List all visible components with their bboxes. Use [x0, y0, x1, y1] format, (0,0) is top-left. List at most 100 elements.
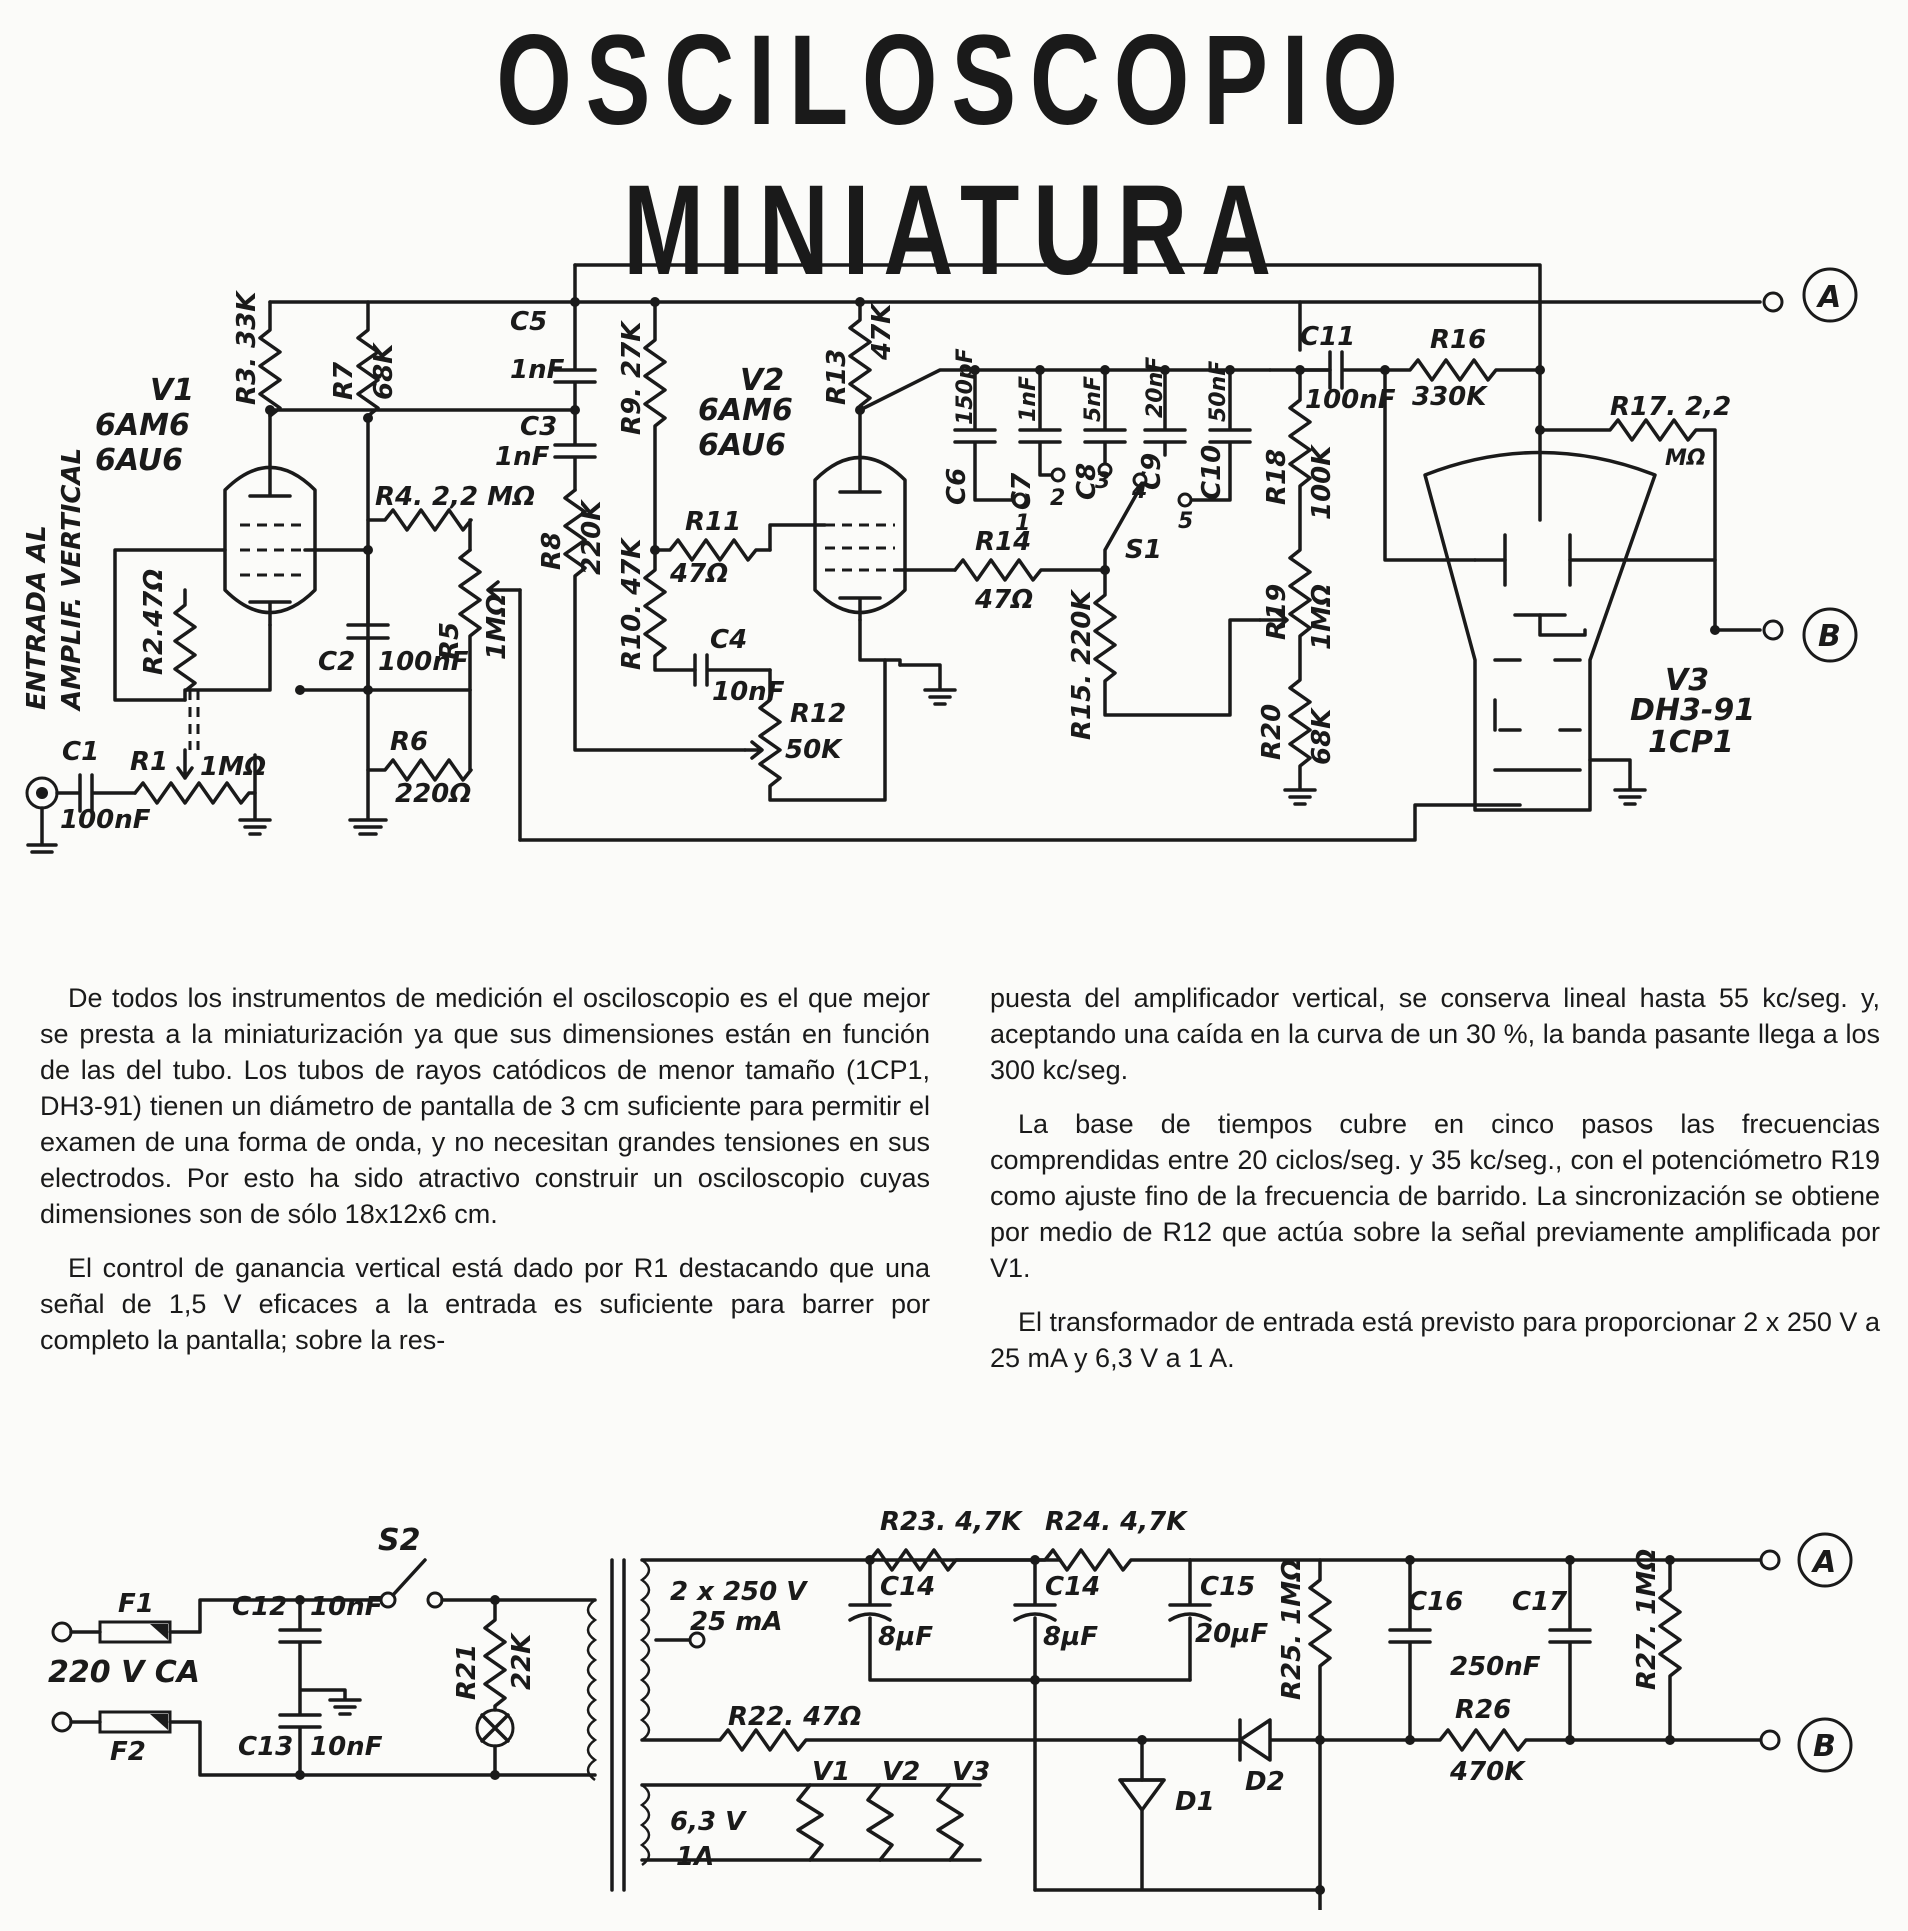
c16-label: C16	[1408, 1587, 1463, 1617]
s1-contact-4[interactable]	[1132, 472, 1148, 488]
s2-contact-1[interactable]	[379, 1591, 397, 1609]
s1-wiper[interactable]	[1103, 486, 1142, 572]
c6-label: C6	[942, 468, 972, 505]
c5-value: 1nF	[510, 355, 565, 385]
heater-v2-label: V2	[882, 1757, 920, 1787]
r24-label: R24. 4,7K	[1045, 1507, 1188, 1537]
r27-label: R27. 1MΩ	[1632, 1549, 1662, 1690]
sec1-label-2: 25 mA	[690, 1607, 782, 1637]
r7-value: 68K	[369, 342, 399, 400]
s1-contact-3[interactable]	[1097, 462, 1113, 478]
mains-label: 220 V CA	[48, 1655, 200, 1690]
r14-label: R14	[975, 527, 1031, 557]
r11-label: R11	[685, 507, 741, 537]
r22-label: R22. 47Ω	[728, 1702, 861, 1732]
r11-value: 47Ω	[669, 559, 728, 589]
transformer-center-tap[interactable]	[688, 1631, 706, 1649]
c11-label: C11	[1300, 322, 1355, 352]
r15-label: R15. 220K	[1067, 589, 1097, 740]
v1-name: V1	[150, 373, 194, 408]
s1-pos-3: 3	[1095, 469, 1110, 494]
r19-label: R19	[1262, 584, 1292, 640]
r12-label: R12	[790, 699, 846, 729]
oscilloscope-schematic: A R3. 33K R7 68K V1 6AM6 6AU6 R2.47Ω C1 …	[22, 263, 1858, 854]
mains-input-2[interactable]	[51, 1711, 73, 1733]
v1-type1: 6AM6	[95, 408, 190, 443]
s1-contact-5[interactable]	[1177, 492, 1193, 508]
c4-value: 10nF	[712, 677, 785, 707]
psu-terminal-a-label: A	[1811, 1545, 1836, 1580]
sec2-label-2: 1A	[676, 1842, 714, 1872]
c5-label: C5	[510, 307, 547, 337]
c15-value: 20µF	[1195, 1619, 1268, 1649]
s1-pos-1: 1	[1015, 511, 1030, 536]
input-label-1: ENTRADA AL	[22, 525, 52, 710]
terminal-a-circle[interactable]	[1762, 291, 1784, 313]
c12-value: 10nF	[310, 1592, 383, 1622]
v1-tube	[223, 408, 370, 627]
c13-label: C13	[238, 1732, 293, 1762]
v2-type2: 6AU6	[698, 428, 786, 463]
c10-value: 50nF	[1206, 361, 1231, 422]
v1-type2: 6AU6	[95, 443, 183, 478]
r18-label: R18	[1262, 449, 1292, 505]
r9-label: R9. 27K	[617, 320, 647, 435]
c2-label: C2	[318, 647, 355, 677]
s2-contact-2[interactable]	[426, 1591, 444, 1609]
r5-label: R5	[435, 622, 465, 660]
heater-v3-label: V3	[952, 1757, 990, 1787]
article-paragraph: La base de tiempos cubre en cinco pasos …	[990, 1109, 1880, 1283]
r18-value: 100K	[1307, 444, 1337, 520]
article-column-left: De todos los instrumentos de medición el…	[40, 980, 930, 1376]
v3-name: V3	[1665, 663, 1709, 698]
v2-type1: 6AM6	[698, 393, 793, 428]
r26-value: 470K	[1449, 1757, 1526, 1787]
r13-label: R13	[822, 349, 852, 405]
article-paragraph: puesta del amplificador vertical, se con…	[990, 983, 1880, 1085]
v2-name: V2	[740, 363, 784, 398]
r21-value: 22K	[507, 1632, 537, 1690]
mains-input-1[interactable]	[51, 1621, 73, 1643]
r10-label: R10. 47K	[617, 537, 647, 670]
s1-label: S1	[1125, 535, 1162, 565]
s1-pos-2: 2	[1050, 486, 1065, 511]
r20-value: 68K	[1307, 707, 1337, 765]
article-column-right: puesta del amplificador vertical, se con…	[990, 980, 1880, 1394]
c17-label: C17	[1512, 1587, 1568, 1617]
c8-label: C8	[1072, 463, 1102, 500]
s1-contact-1[interactable]	[1012, 492, 1028, 508]
sec2-label-1: 6,3 V	[670, 1807, 747, 1837]
r12-value: 50K	[785, 735, 843, 765]
s1-contact-2[interactable]	[1050, 467, 1066, 483]
c10-label: C10	[1197, 445, 1227, 500]
r6-value: 220Ω	[395, 779, 471, 809]
c3-value: 1nF	[495, 442, 550, 472]
c11-value: 100nF	[1305, 385, 1396, 415]
c1-label: C1	[62, 737, 99, 767]
c14b-label: C14	[1045, 1572, 1100, 1602]
article-paragraph: El transformador de entrada está previst…	[990, 1307, 1880, 1373]
c8-value: 5nF	[1081, 376, 1106, 422]
r19-value: 1MΩ	[1307, 584, 1337, 650]
r2-label: R2.47Ω	[139, 569, 169, 675]
r26-label: R26	[1455, 1695, 1511, 1725]
psu-terminal-a-circle[interactable]	[1759, 1549, 1781, 1571]
f2-label: F2	[110, 1737, 146, 1767]
d2-label: D2	[1245, 1767, 1285, 1797]
psu-terminal-b-circle[interactable]	[1759, 1729, 1781, 1751]
c3-label: C3	[520, 412, 557, 442]
r5-value: 1MΩ	[482, 594, 512, 660]
c7-value: 1nF	[1016, 376, 1041, 422]
c14a-label: C14	[880, 1572, 935, 1602]
article-paragraph: El control de ganancia vertical está dad…	[40, 1253, 930, 1355]
v3-type1: DH3-91	[1630, 693, 1755, 728]
r8-value: 220K	[577, 499, 607, 575]
s2-lever[interactable]	[391, 1558, 427, 1597]
r21-label: R21	[452, 1644, 482, 1700]
c14b-value: 8µF	[1043, 1622, 1098, 1652]
v3-type2: 1CP1	[1648, 725, 1734, 760]
terminal-b-circle[interactable]	[1762, 619, 1784, 641]
terminal-a-label: A	[1816, 280, 1841, 315]
r13-value: 47K	[867, 302, 897, 361]
c16-c17-value: 250nF	[1450, 1652, 1541, 1682]
